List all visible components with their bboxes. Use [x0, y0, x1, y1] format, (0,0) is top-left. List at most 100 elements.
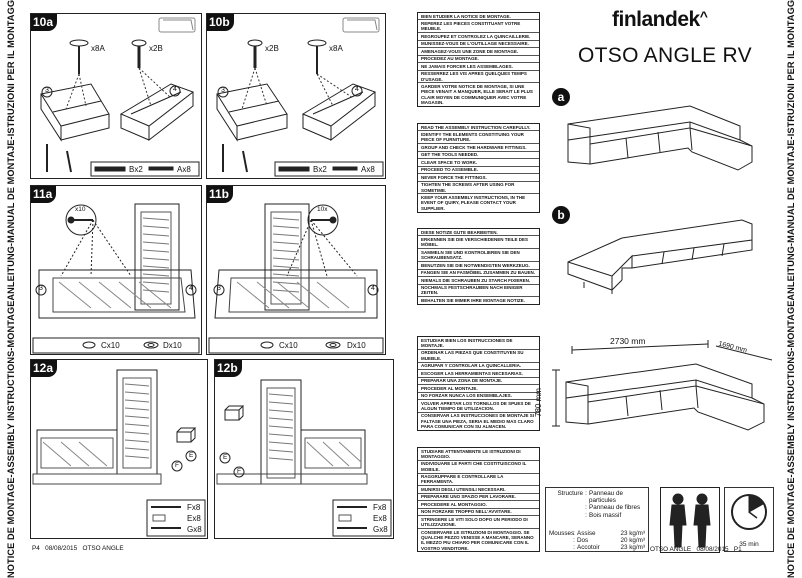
notice-line: REGROUPEZ ET CONTROLEZ LA QUINCAILLERIE. [418, 32, 539, 39]
legend-qty-c: Cx10 [279, 341, 298, 350]
step-10b-panel: 10b x2B x8A 3 4 Bx2 Ax8 [206, 13, 386, 179]
notice-line: NON FORZARE TROPPO NELL'AVVITARE. [418, 507, 539, 515]
notice-line: MUNIRSI DEGLI UTENSILI NECESSARI. [418, 485, 539, 492]
notice-line: RESSERREZ LES VIS APRES QUELQUES TEMPS D… [418, 69, 539, 83]
sofa-variant-a-drawing [567, 105, 753, 171]
sofa-variant-b-drawing [567, 219, 753, 294]
notice-line: TIGHTEN THE SCREWS AFTER USING FOR SOMET… [418, 180, 539, 194]
hardware-b-callout: x2B [265, 44, 279, 53]
notice-block-fr: BIEN ETUDIER LA NOTICE DE MONTAGE.REPERE… [417, 12, 540, 107]
hardware-callout: x10 [75, 206, 86, 213]
part-4-label: 4 [173, 86, 177, 93]
sofa-dimensions-drawing [552, 340, 773, 431]
step-11b-drawing [208, 203, 384, 354]
part-3-label: 3 [217, 285, 221, 292]
notice-line: IDENTIFY THE ELEMENTS CONSTITUING YOUR P… [418, 130, 539, 143]
callout-f: F [175, 462, 179, 469]
notice-line: NIEMALS DIE SCHRAUBEN ZU STARCH FIXIEREN… [418, 276, 539, 283]
part-4-label: 4 [371, 285, 375, 292]
material-spec-box: Structure:Panneau de particules :Panneau… [545, 487, 649, 552]
notice-line: CLEAR SPACE TO WORK. [418, 158, 539, 165]
step-12b-drawing [216, 379, 392, 537]
part-3-label: 3 [221, 87, 225, 94]
step-tag: 11a [31, 186, 57, 203]
notice-line: MUNISSEZ-VOUS DE L'OUTILLAGE NECESSAIRE. [418, 39, 539, 47]
legend-qty-f: Fx8 [187, 503, 201, 512]
notice-line: PROCEDER AL MONTAJE. [418, 384, 539, 391]
notice-block-it: STUDIARE ATTENTAMENTE LE ISTRUZIONI DI M… [417, 447, 540, 553]
notice-line: CONSERVARE LE ISTRUZIONI DI MONTAGGIO. S… [418, 528, 539, 551]
notice-line: ESTUDIAR BIEN LOS INSTRUCCIONES DE MONTA… [421, 337, 513, 348]
notice-line: NE JAMAIS FORCER LES ASSEMBLAGES. [418, 62, 539, 69]
legend-qty-f: Fx8 [373, 503, 387, 512]
notice-line: ERKENNEN SIE DIE VERSCHIEDENEN TEILE DES… [418, 235, 539, 248]
notice-line: NO FORZAR NUNCA LOS ENSEMBLAJES. [418, 391, 539, 399]
notice-line: BIEN ETUDIER LA NOTICE DE MONTAGE. [421, 13, 511, 19]
step-11a-panel: 11a x10 3 4 Cx10 Dx10 [30, 185, 202, 355]
step-12a-panel: 12a E F Fx8 Ex8 Gx8 [30, 359, 208, 539]
legend-qty-d: Dx10 [163, 341, 182, 350]
dimension-width: 2730 mm [610, 336, 646, 346]
notice-line: NOCHMALS FESTSCHRAUBEN NACH EINIGER ZEIT… [418, 283, 539, 297]
notice-line: GARDER VOTRE NOTICE DE MONTAGE, SI UNE P… [418, 82, 539, 105]
legend-qty-a: Ax8 [361, 165, 375, 174]
notice-line: RAGGRUPPARE E CONTROLLARE LA FERRAMENTA. [418, 472, 539, 486]
step-tag: 10b [207, 14, 234, 31]
step-tag: 11b [207, 186, 234, 203]
notice-line: PROCEDERE AL MONTAGGIO. [418, 500, 539, 507]
notice-line: FANGEN SIE AN FASMÖBEL ZUSAMMEN ZU BAUEN… [418, 268, 539, 276]
notice-line: ESCOGER LAS HERRAMIENTAS NECESARIAS. [418, 369, 539, 376]
step-12b-panel: 12b E F Fx8 Ex8 Gx8 [214, 359, 394, 539]
footer-date: 08/08/2015 [45, 545, 78, 552]
side-text-right: NOTICE DE MONTAGE-ASSEMBLY INSTRUCTIONS-… [786, 0, 796, 578]
callout-e: E [189, 452, 194, 459]
side-text-left: NOTICE DE MONTAGE-ASSEMBLY INSTRUCTIONS-… [6, 0, 16, 578]
notice-line: AGRUPAR Y CONTROLAR LA QUINCALLERIA. [418, 361, 539, 369]
footer-page: P1 [733, 546, 742, 553]
notice-line: GET THE TOOLS NEEDED. [418, 150, 539, 158]
notice-line: STUDIARE ATTENTAMENTE LE ISTRUZIONI DI M… [421, 448, 521, 459]
notice-line: AMENAGEZ-VOUS UNE ZONE DE MONTAGE. [418, 47, 539, 54]
footer-model: OTSO ANGLE [82, 545, 124, 552]
hardware-a-callout: x8A [91, 44, 105, 53]
legend-qty-e: Ex8 [187, 514, 201, 523]
step-12a-drawing [32, 369, 206, 537]
notice-block-en: READ THE ASSEMBLY INSTRUCTION CAREFULLY.… [417, 123, 540, 213]
step-tag: 12b [215, 360, 242, 377]
notice-line: KEEP YOUR ASSEMBLY INSTRUCTIONS, IN THE … [418, 193, 539, 211]
part-4-label: 4 [355, 86, 359, 93]
variant-b-badge: b [552, 206, 570, 224]
notice-line: NEVER FORCE THE FITTINGS. [418, 173, 539, 180]
notice-line: PROCEDEZ AU MONTAGE. [418, 54, 539, 62]
legend-qty-g: Gx8 [187, 525, 202, 534]
notice-line: ORDENAR LAS PIEZAS QUE CONSTITUYEN SU MU… [418, 348, 539, 362]
hardware-a-callout: x8A [329, 44, 343, 53]
structure-row-1: Structure:Panneau de particules [557, 490, 623, 505]
notice-line: READ THE ASSEMBLY INSTRUCTION CAREFULLY. [421, 124, 531, 130]
product-title: OTSO ANGLE RV [578, 44, 752, 67]
footer-right: OTSO ANGLE 08/08/2015 P1 [650, 546, 742, 553]
notice-line: PREPARARE UNO SPAZIO PER LAVORARE. [418, 492, 539, 500]
clock-icon [731, 494, 767, 530]
notice-line: BEHALTEN SIE IMMER IHRE MONTAGE NOTIZE. [418, 296, 539, 303]
brand-logo: finlandek^ [612, 8, 708, 31]
callout-e: E [223, 454, 228, 461]
step-11b-panel: 11b 10x 3 4 Cx10 Dx10 [206, 185, 386, 355]
notice-line: VOLVER APRETAR LOS TORNILLOS DE SPUES DE… [418, 398, 539, 412]
notice-line: REPEREZ LES PIECES CONSTITUANT VOTRE MEU… [418, 19, 539, 32]
legend-qty-b: Bx2 [313, 165, 327, 174]
notice-line: STRINGERE LE VITI SOLO DOPO UN PERIODO D… [418, 515, 539, 528]
hardware-callout: 10x [317, 206, 328, 213]
legend-qty-d: Dx10 [347, 341, 366, 350]
notice-line: GROUP AND CHECK THE HARDWARE FITTINGS. [418, 143, 539, 150]
structure-row-3: :Bois massif [585, 511, 622, 519]
footer-left: P4 08/08/2015 OTSO ANGLE [32, 545, 124, 552]
step-10a-panel: 10a x8A x2B 3 4 Bx2 Ax8 [30, 13, 202, 179]
structure-row-2: :Panneau de fibres [585, 504, 641, 512]
legend-qty-b: Bx2 [129, 165, 143, 174]
legend-qty-g: Gx8 [373, 525, 388, 534]
step-tag: 10a [31, 14, 58, 31]
notice-line: CONSERVAR LAS INSTRUCCIONES DE MONTAJE S… [418, 411, 539, 430]
